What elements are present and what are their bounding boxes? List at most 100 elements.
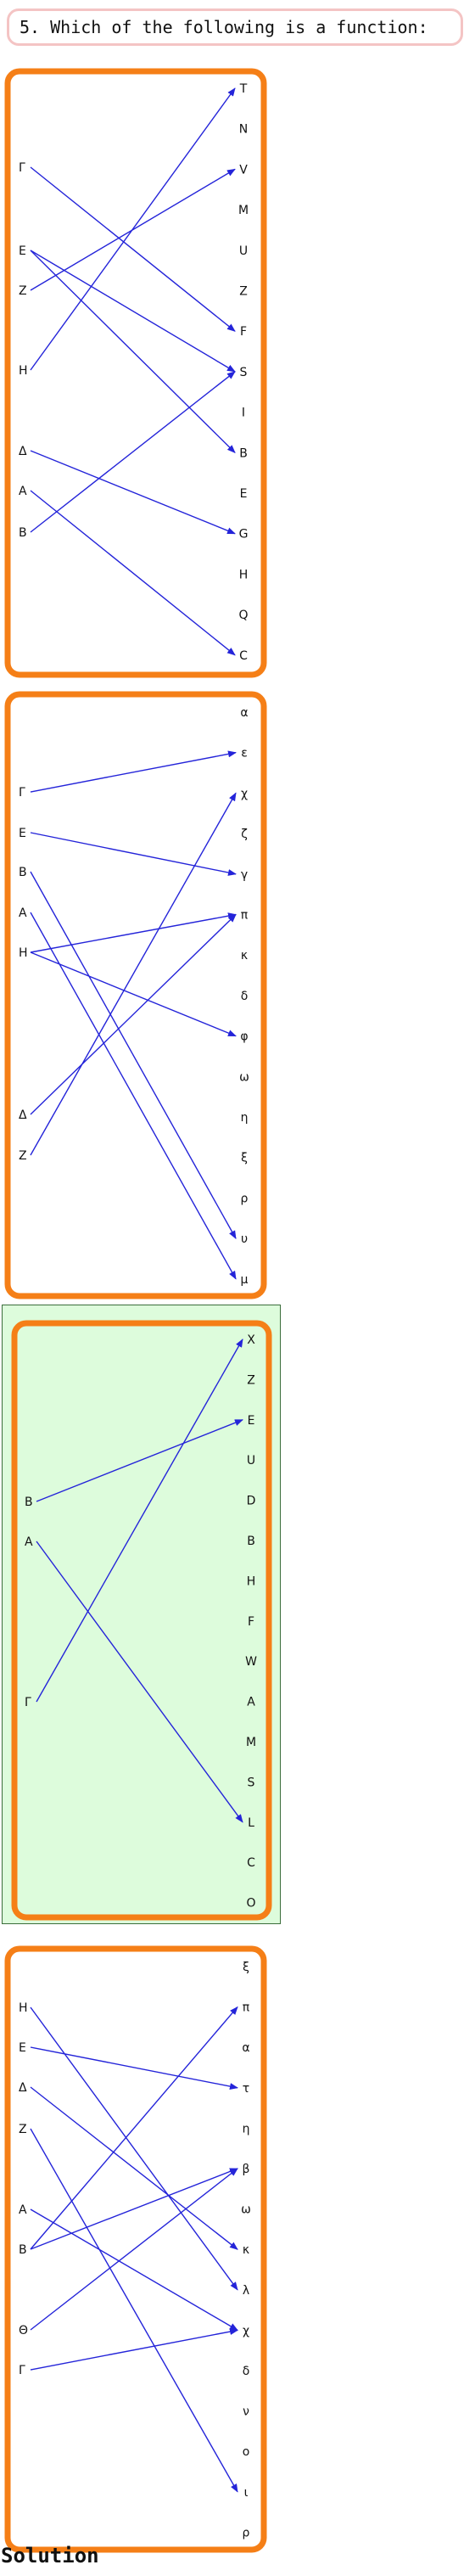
codomain-label: γ (241, 868, 248, 882)
codomain-label: U (247, 1454, 255, 1468)
mapping-arrow (30, 450, 236, 535)
codomain-label: ξ (241, 1152, 248, 1165)
codomain-label: ι (244, 2486, 249, 2500)
mapping-arrow (30, 2208, 238, 2332)
codomain-label: C (247, 1856, 255, 1870)
codomain-label: ω (241, 2203, 251, 2217)
codomain-label: ν (243, 2405, 249, 2419)
codomain-label: ρ (243, 2526, 250, 2540)
domain-label: Γ (19, 161, 25, 175)
codomain-label: δ (243, 2365, 250, 2378)
domain-label: Γ (19, 786, 25, 800)
codomain-label: λ (243, 2284, 249, 2298)
codomain-label: π (243, 2001, 250, 2015)
domain-label: Δ (19, 445, 27, 458)
correct-answer-highlight (2, 1305, 281, 1924)
domain-label: Δ (19, 2081, 27, 2095)
domain-label: Z (19, 2123, 27, 2136)
codomain-label: Q (238, 609, 248, 622)
codomain-label: H (239, 568, 249, 581)
mapping-arrow (36, 1541, 243, 1823)
mapping-arrow (30, 912, 237, 953)
domain-label: Γ (25, 1696, 31, 1709)
domain-label: H (19, 364, 28, 378)
codomain-label: I (242, 407, 245, 420)
codomain-label: E (240, 487, 248, 501)
codomain-label: κ (243, 2243, 249, 2257)
codomain-label: B (239, 446, 248, 460)
domain-label: E (19, 2041, 26, 2055)
codomain-label: F (240, 325, 247, 339)
codomain-label: Z (247, 1373, 255, 1387)
mapping-arrow (36, 1419, 243, 1502)
codomain-label: α (240, 706, 248, 720)
mapping-arrow (30, 250, 236, 373)
question-prompt: 5. Which of the following is a function: (7, 8, 463, 46)
mapping-arrow (30, 490, 236, 656)
codomain-label: ο (243, 2445, 250, 2459)
codomain-label: N (239, 123, 248, 137)
diagram-border (11, 1320, 272, 1921)
mapping-arrow (30, 166, 236, 332)
codomain-label: D (247, 1495, 256, 1508)
codomain-label: S (248, 1776, 255, 1789)
domain-label: Γ (19, 2364, 25, 2377)
diagram-border (4, 1945, 267, 2553)
codomain-label: W (245, 1655, 257, 1669)
codomain-label: υ (241, 1232, 248, 1246)
codomain-label: B (247, 1535, 255, 1548)
mapping-arrow (30, 2006, 238, 2250)
mapping-arrow (30, 87, 236, 371)
solution-label: Solution (1, 2544, 99, 2568)
mapping-arrow (30, 792, 237, 1156)
codomain-label: ξ (243, 1961, 249, 1974)
domain-label: A (19, 485, 27, 498)
domain-label: B (19, 866, 27, 879)
codomain-label: β (243, 2163, 250, 2176)
mapping-arrow (30, 2046, 238, 2090)
codomain-label: χ (241, 787, 248, 800)
codomain-label: ω (239, 1070, 249, 1084)
codomain-label: E (248, 1414, 255, 1428)
codomain-label: τ (243, 2082, 249, 2096)
domain-label: Z (19, 284, 27, 298)
codomain-label: α (242, 2041, 249, 2055)
mapping-arrow (30, 2168, 238, 2250)
mapping-arrow (30, 371, 236, 533)
codomain-label: L (248, 1816, 254, 1830)
domain-label: E (19, 827, 26, 840)
domain-label: B (25, 1496, 33, 1509)
domain-label: B (19, 526, 27, 540)
codomain-label: κ (241, 949, 248, 962)
codomain-label: M (246, 1736, 256, 1749)
codomain-label: π (241, 909, 249, 923)
domain-label: H (19, 2001, 28, 2015)
mapping-arrow (30, 750, 237, 793)
mapping-arrow (30, 2006, 238, 2291)
codomain-label: φ (240, 1030, 248, 1044)
codomain-label: O (246, 1897, 255, 1911)
diagram-border (4, 691, 267, 1299)
codomain-label: V (239, 163, 248, 177)
codomain-label: G (239, 528, 249, 542)
codomain-label: Z (239, 285, 248, 299)
mapping-arrow (30, 951, 237, 1037)
codomain-label: A (247, 1696, 255, 1709)
domain-label: A (19, 906, 27, 920)
mapping-arrow (30, 2168, 238, 2331)
codomain-label: μ (241, 1273, 249, 1287)
mapping-arrow (30, 2128, 238, 2493)
domain-label: E (19, 244, 26, 258)
codomain-label: X (247, 1333, 255, 1347)
mapping-arrow (30, 2086, 238, 2250)
mapping-arrow (30, 871, 237, 1239)
codomain-label: M (238, 204, 249, 217)
mapping-arrow (30, 2328, 238, 2371)
codomain-label: ρ (241, 1192, 249, 1205)
domain-label: H (19, 946, 28, 960)
codomain-label: C (239, 649, 248, 663)
domain-label: A (19, 2203, 27, 2217)
